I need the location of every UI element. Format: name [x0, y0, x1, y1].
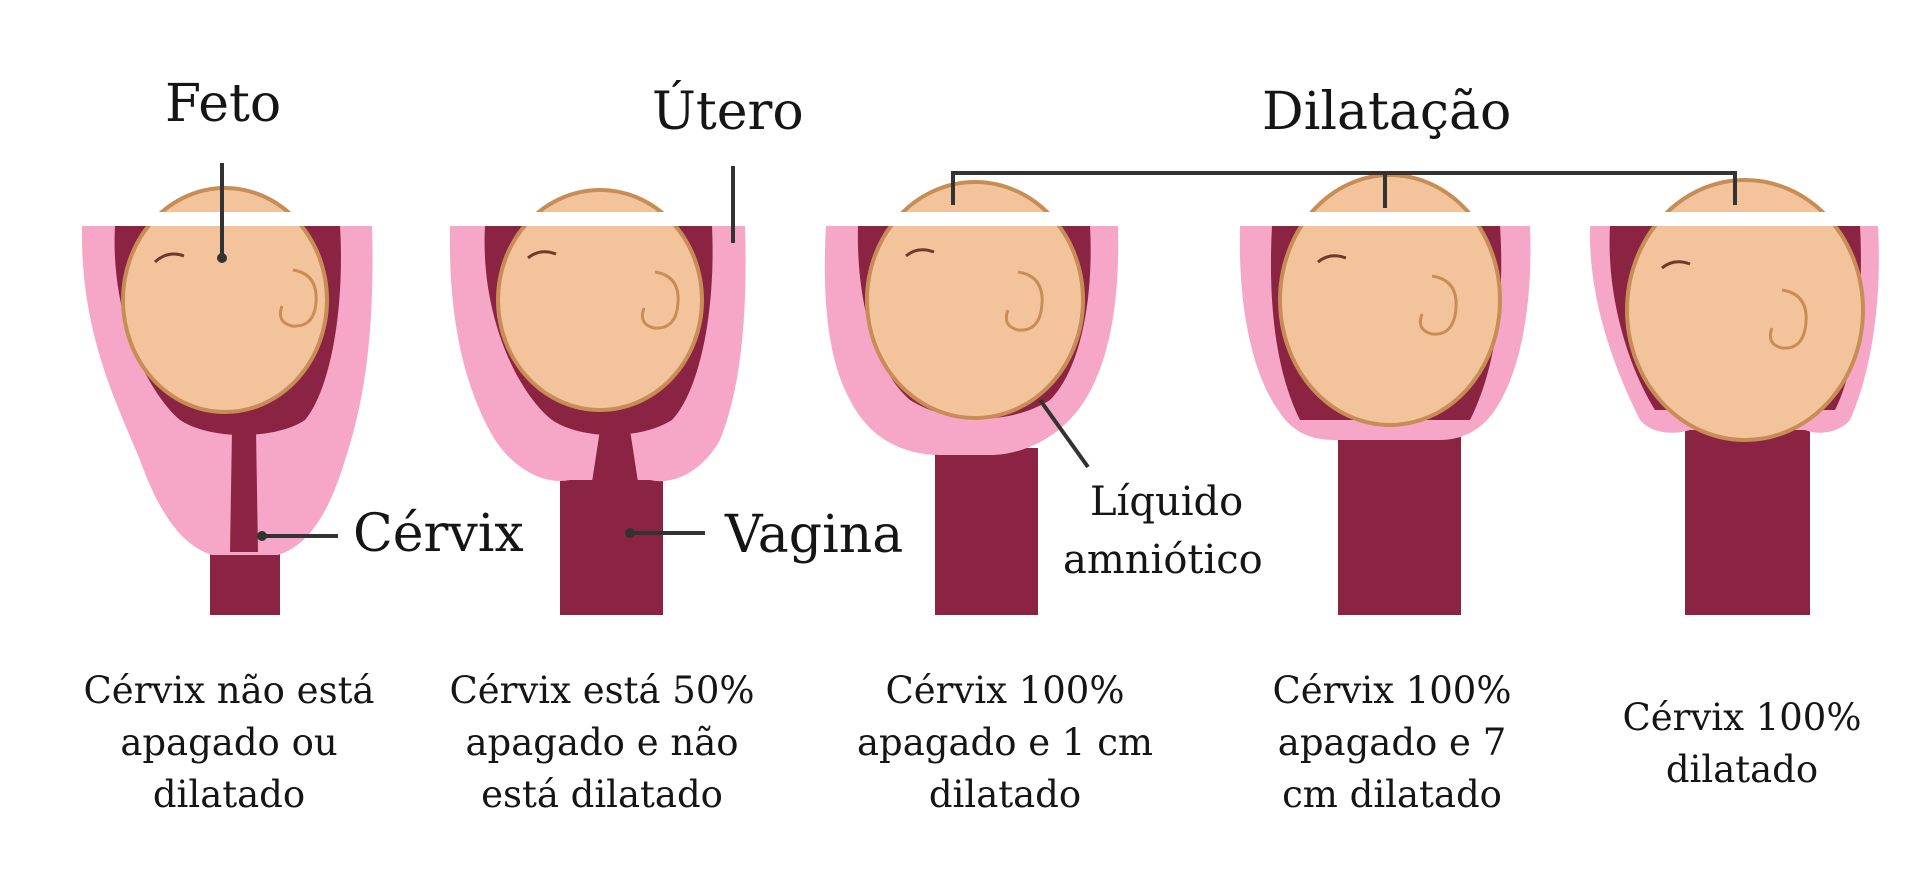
liquido-label-line1: Líquido [1090, 479, 1244, 525]
vagina-label: Vagina [725, 505, 904, 565]
cervix-label: Cérvix [353, 504, 524, 564]
stage-4-caption-line-3: cm dilatado [1282, 773, 1502, 816]
stage-5-illustration [1582, 178, 1887, 615]
stage-4-caption-line-2: apagado e 7 [1277, 721, 1507, 764]
stage-4-illustration [1235, 173, 1540, 615]
stage-2-illustration [445, 188, 750, 615]
feto-label: Feto [165, 74, 282, 134]
leader-lines [217, 163, 1737, 541]
stage-3-caption-line-2: apagado e 1 cm [856, 721, 1154, 764]
stage-4-caption: Cérvix 100% apagado e 7 cm dilatado [1227, 665, 1557, 821]
dilatacao-label: Dilatação [1262, 82, 1512, 142]
dilatacao-bracket [951, 171, 1737, 205]
stage-5-caption: Cérvix 100% dilatado [1577, 692, 1907, 796]
stage-4-caption-line-1: Cérvix 100% [1272, 669, 1512, 712]
stage-3-caption: Cérvix 100% apagado e 1 cm dilatado [840, 665, 1170, 821]
cervix-pointer-dot [257, 531, 267, 541]
vagina-pointer-dot [625, 528, 635, 538]
stage-5-caption-line-1: Cérvix 100% [1622, 696, 1862, 739]
stage-3-caption-line-1: Cérvix 100% [885, 669, 1125, 712]
stage-2-caption-line-1: Cérvix está 50% [449, 669, 755, 712]
utero-label: Útero [652, 82, 804, 142]
liquido-pointer-line [1038, 398, 1090, 469]
stage-1-caption-line-3: dilatado [152, 773, 306, 816]
stage-5-caption-line-2: dilatado [1665, 748, 1819, 791]
stage-3-caption-line-3: dilatado [928, 773, 1082, 816]
stage-1-illustration [78, 186, 378, 615]
stage-3-illustration [820, 180, 1125, 615]
stage-2-caption: Cérvix está 50% apagado e não está dilat… [437, 665, 767, 821]
stage-1-caption-line-1: Cérvix não está [83, 669, 375, 712]
stage-2-caption-line-2: apagado e não [465, 721, 739, 764]
stage-1-caption: Cérvix não está apagado ou dilatado [64, 665, 394, 821]
liquido-label-line2: amniótico [1063, 537, 1263, 583]
stage-2-caption-line-3: está dilatado [481, 773, 723, 816]
feto-pointer-dot [217, 253, 227, 263]
stage-1-caption-line-2: apagado ou [120, 721, 338, 764]
